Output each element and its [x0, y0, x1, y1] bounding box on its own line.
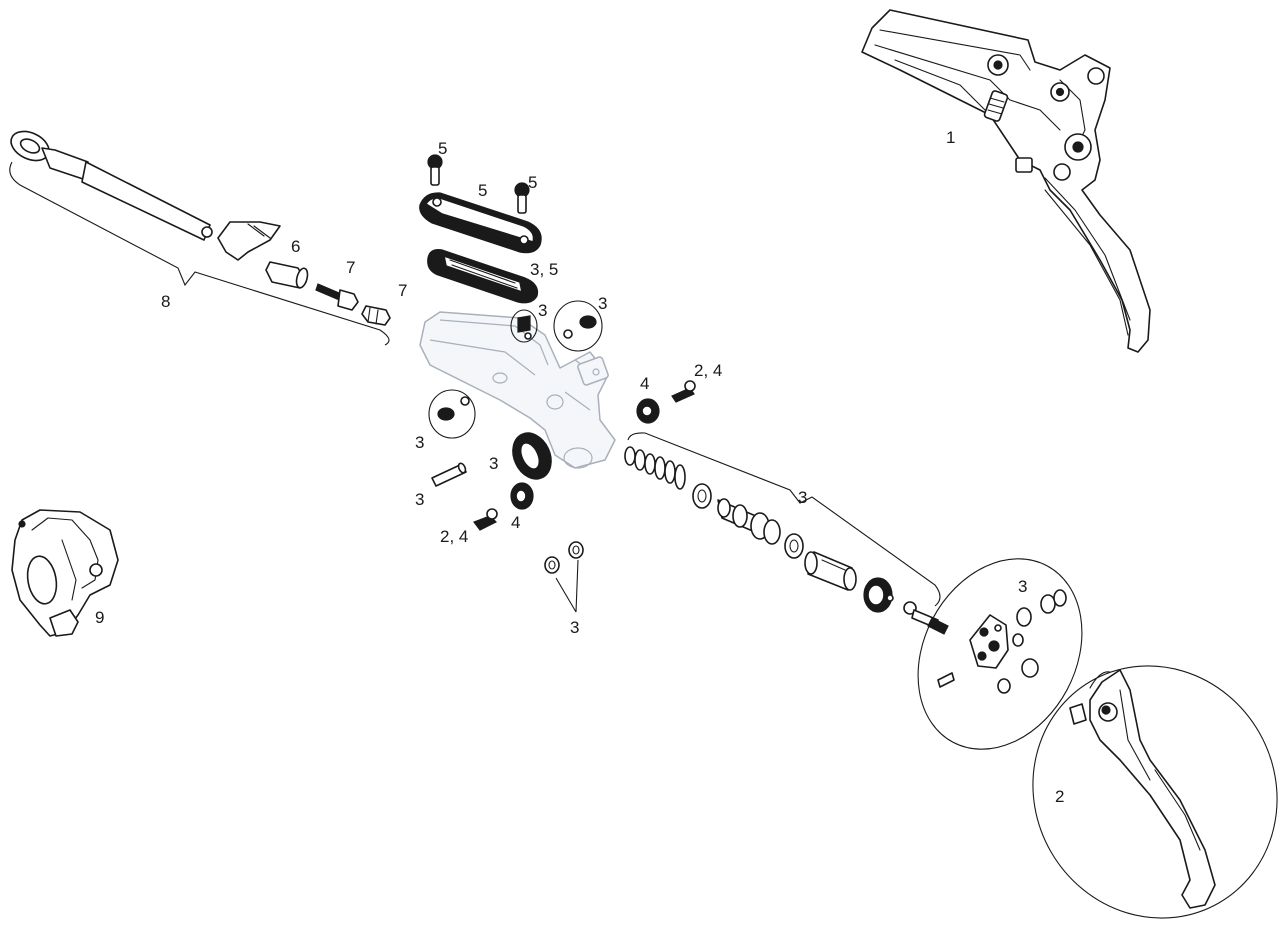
callout-7: 7 — [346, 258, 355, 277]
callout-3: 3 — [489, 454, 498, 473]
bearing — [510, 482, 534, 510]
hose-assembly — [10, 130, 281, 261]
callout-3: 3 — [538, 301, 547, 320]
reservoir-screw — [514, 182, 530, 214]
callout-2-4: 2, 4 — [440, 527, 468, 546]
bleed-port-insert — [510, 309, 538, 343]
callout-3-5: 3, 5 — [530, 260, 558, 279]
contact-adjust-detail — [917, 558, 1083, 750]
lever-body-ghost — [419, 311, 616, 469]
pushrod — [903, 601, 949, 635]
compression-fitting — [265, 261, 309, 289]
bearing — [636, 398, 660, 424]
pivot-bolt — [473, 508, 498, 531]
reservoir-cover — [419, 192, 542, 254]
callout-3: 3 — [415, 433, 424, 452]
retaining-nut — [863, 577, 894, 613]
callout-8: 8 — [161, 292, 170, 311]
callout-2: 2 — [1055, 787, 1064, 806]
bracket-3-piston — [627, 432, 941, 607]
callout-3: 3 — [798, 488, 807, 507]
piston — [717, 498, 781, 545]
callout-1: 1 — [946, 128, 955, 147]
callout-4: 4 — [640, 374, 649, 393]
hose-barb — [315, 283, 359, 311]
callout-9: 9 — [95, 608, 104, 627]
callout-4: 4 — [511, 513, 520, 532]
callout-3: 3 — [1018, 577, 1027, 596]
set-screw-detail — [428, 389, 476, 439]
callout-5: 5 — [528, 173, 537, 192]
brake-lever-assembly — [861, 9, 1151, 353]
reach-adjust-knob — [512, 432, 552, 480]
reservoir-bladder — [427, 249, 539, 304]
callout-3: 3 — [570, 618, 579, 637]
lever-blade-detail — [1032, 665, 1278, 919]
leader-bushings — [555, 559, 579, 613]
reservoir-screw — [427, 154, 443, 186]
callout-5: 5 — [478, 181, 487, 200]
callout-6: 6 — [291, 237, 300, 256]
clamp — [11, 509, 119, 637]
callout-5: 5 — [438, 139, 447, 158]
pivot-pin — [431, 462, 467, 487]
return-spring — [624, 446, 686, 490]
bushing-pair — [544, 541, 584, 574]
piston-seal — [784, 533, 804, 559]
callout-3: 3 — [598, 294, 607, 313]
pivot-bolt — [671, 380, 696, 403]
set-screw-detail — [553, 300, 603, 352]
callout-3: 3 — [415, 490, 424, 509]
callout-2-4: 2, 4 — [694, 361, 722, 380]
piston-cup — [692, 483, 712, 509]
olive — [361, 305, 391, 326]
bracket-8 — [9, 161, 390, 346]
callout-7: 7 — [398, 281, 407, 300]
piston-sleeve — [804, 551, 857, 591]
